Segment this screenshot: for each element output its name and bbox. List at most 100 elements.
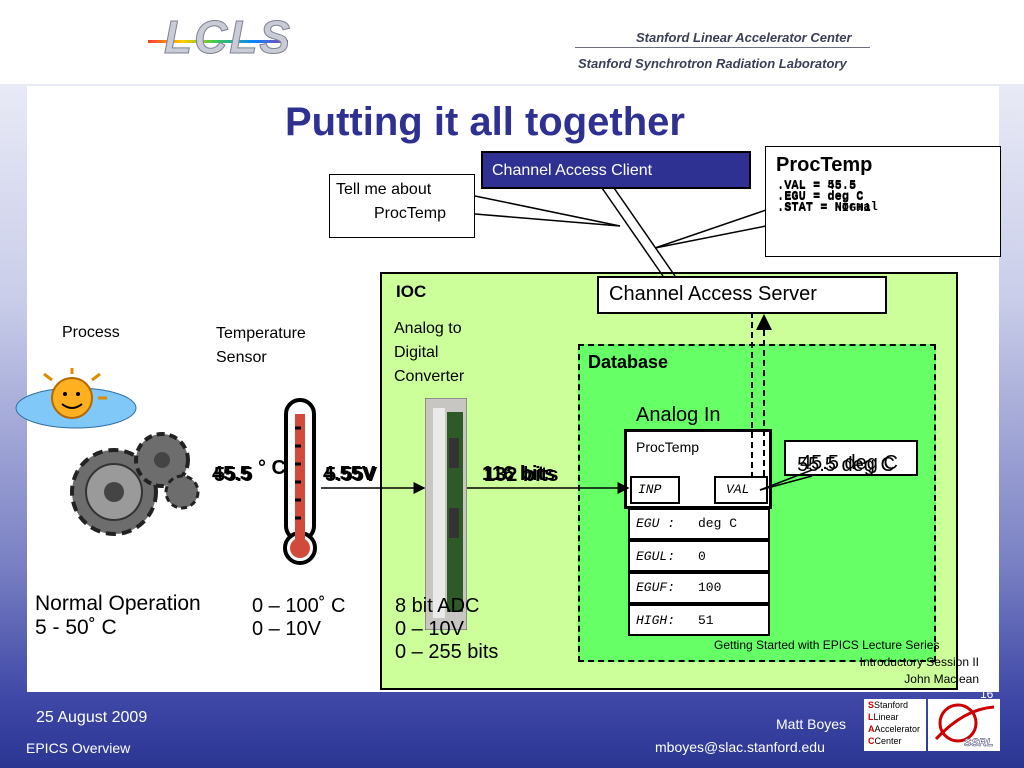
ca-client-label: Channel Access Client [492, 162, 653, 179]
slac-word-4: Center [874, 736, 902, 746]
inp-field-label: INP [638, 482, 662, 497]
inp-field-box [630, 476, 680, 504]
bits-value-b: 132 bits [484, 464, 559, 486]
adc-label-line-3: Converter [394, 368, 465, 385]
slac-letter-3: A [868, 724, 875, 734]
adc-spec-line-2: 0 – 10V [395, 618, 464, 640]
query-line-2: ProcTemp [374, 205, 447, 222]
adc-board-image [424, 397, 468, 631]
value-callout-b: 55.5 deg C [797, 454, 895, 476]
field-eguf-name: EGUF: [636, 580, 676, 595]
field-egul-value: 0 [698, 549, 706, 564]
bits-value-a: 116 bits [482, 463, 556, 485]
reply-callout [765, 146, 1001, 257]
record-type-label: Analog In [636, 404, 721, 426]
field-egu-name: EGU : [636, 516, 676, 531]
value-callout [784, 440, 918, 476]
val-callout-pointer-1 [759, 469, 813, 491]
footer-author: Matt Boyes [776, 716, 847, 732]
normal-op-line-1: Normal Operation [35, 592, 201, 615]
adc-spec-line-1: 8 bit ADC [395, 595, 480, 617]
gears-icon [64, 430, 200, 540]
field-egul-name: EGUL: [636, 549, 676, 564]
adc-label-line-2: Digital [394, 344, 439, 361]
client-link-2 [613, 187, 676, 277]
sun-cloud-graphic [15, 368, 137, 429]
thermometer-icon [282, 398, 318, 568]
reply-line-overlap-2: .EGU = deg C [777, 190, 864, 204]
volt-value-a: 4.55V [323, 463, 376, 485]
slac-logo: SStanford LLinear AAccelerator CCenter [864, 699, 926, 751]
reply-line-3: .STAT = Normal [777, 200, 878, 214]
query-callout [329, 174, 475, 238]
temp-value-b: 55.5 [214, 464, 253, 486]
footer-email: mboyes@slac.stanford.edu [655, 739, 825, 755]
reply-line-2: .EGU = deg C [777, 189, 864, 203]
credit-line-3: John Maclean [904, 672, 979, 686]
sensor-spec-line-2: 0 – 10V [252, 618, 321, 640]
field-high-name: HIGH: [636, 613, 676, 628]
lcls-logo: LCLS [148, 10, 291, 68]
field-high-value: 51 [698, 613, 714, 628]
field-row-egu [628, 508, 770, 540]
footer-topic: EPICS Overview [26, 740, 131, 756]
field-row-high [628, 604, 770, 636]
ca-client-box [481, 151, 751, 189]
reply-line-1: .VAL = 55.5 [777, 178, 857, 192]
credit-line-1: Getting Started with EPICS Lecture Serie… [714, 638, 940, 652]
thermometer-graphic [283, 398, 317, 565]
value-callout-a: 45.5 deg C [800, 452, 898, 474]
field-eguf-value: 100 [698, 580, 722, 595]
reply-line-overlap-1: .VAL = 45.5 [777, 179, 857, 193]
slac-logo-line-2: LLinear [868, 712, 899, 722]
client-link-1 [601, 187, 664, 277]
sensor-label-line-1: Temperature [216, 325, 306, 342]
ssrl-text: SSRL [964, 737, 994, 750]
slac-word-1: Stanford [874, 700, 909, 710]
slac-word-3: Accelerator [874, 724, 921, 734]
reply-title: ProcTemp [776, 154, 873, 176]
ssrl-logo-graphic [928, 699, 1000, 751]
process-label: Process [62, 324, 120, 341]
val-field-label: VAL [726, 482, 750, 497]
field-row-egul [628, 540, 770, 572]
field-row-eguf [628, 572, 770, 604]
slac-logo-line-3: AAccelerator [868, 724, 920, 734]
slide-number: 16 [980, 687, 994, 701]
lcls-logo-text: LCLS [163, 11, 293, 64]
query-pointer-1 [474, 195, 621, 227]
credit-line-2: Introductory Session II [859, 655, 979, 669]
sun-cloud-icon [12, 368, 140, 438]
ioc-label: IOC [396, 282, 427, 301]
ca-server-box [597, 276, 887, 314]
database-label: Database [588, 352, 669, 372]
slac-letter-2: L [868, 712, 874, 722]
field-egu-value: deg C [698, 516, 738, 531]
ca-server-label: Channel Access Server [609, 283, 817, 305]
slac-word-2: Linear [873, 712, 899, 722]
page-title: Putting it all together [285, 100, 685, 144]
gears-graphic [70, 432, 200, 536]
volt-value-b: 5.55V [325, 464, 378, 486]
lcls-logo-graphic [148, 40, 288, 43]
normal-op-line-2: 5 - 50˚ C [35, 616, 117, 639]
temp-value-a: 45.5 [212, 463, 251, 485]
sensor-label-line-2: Sensor [216, 349, 267, 366]
slac-letter-4: C [868, 736, 875, 746]
sensor-spec-line-1: 0 – 100˚ C [252, 595, 346, 617]
footer-date: 25 August 2009 [36, 709, 148, 726]
val-callout-pointer-2 [759, 475, 813, 491]
reply-pointer-1 [654, 209, 767, 249]
query-pointer-2 [474, 213, 621, 227]
record-name: ProcTemp [636, 439, 700, 455]
slac-logo-line-4: CCenter [868, 736, 902, 746]
temp-unit: ° C [258, 457, 286, 479]
org-line-2: Stanford Synchrotron Radiation Laborator… [578, 56, 847, 71]
org-line-1: Stanford Linear Accelerator Center [636, 30, 852, 45]
reply-line-overlap-3: .STAT = HIGH1 [777, 201, 871, 215]
ssrl-logo: SSRL [928, 699, 1000, 751]
val-field-box [714, 476, 768, 504]
slac-letter-1: S [868, 700, 875, 710]
reply-pointer-2 [654, 225, 767, 249]
